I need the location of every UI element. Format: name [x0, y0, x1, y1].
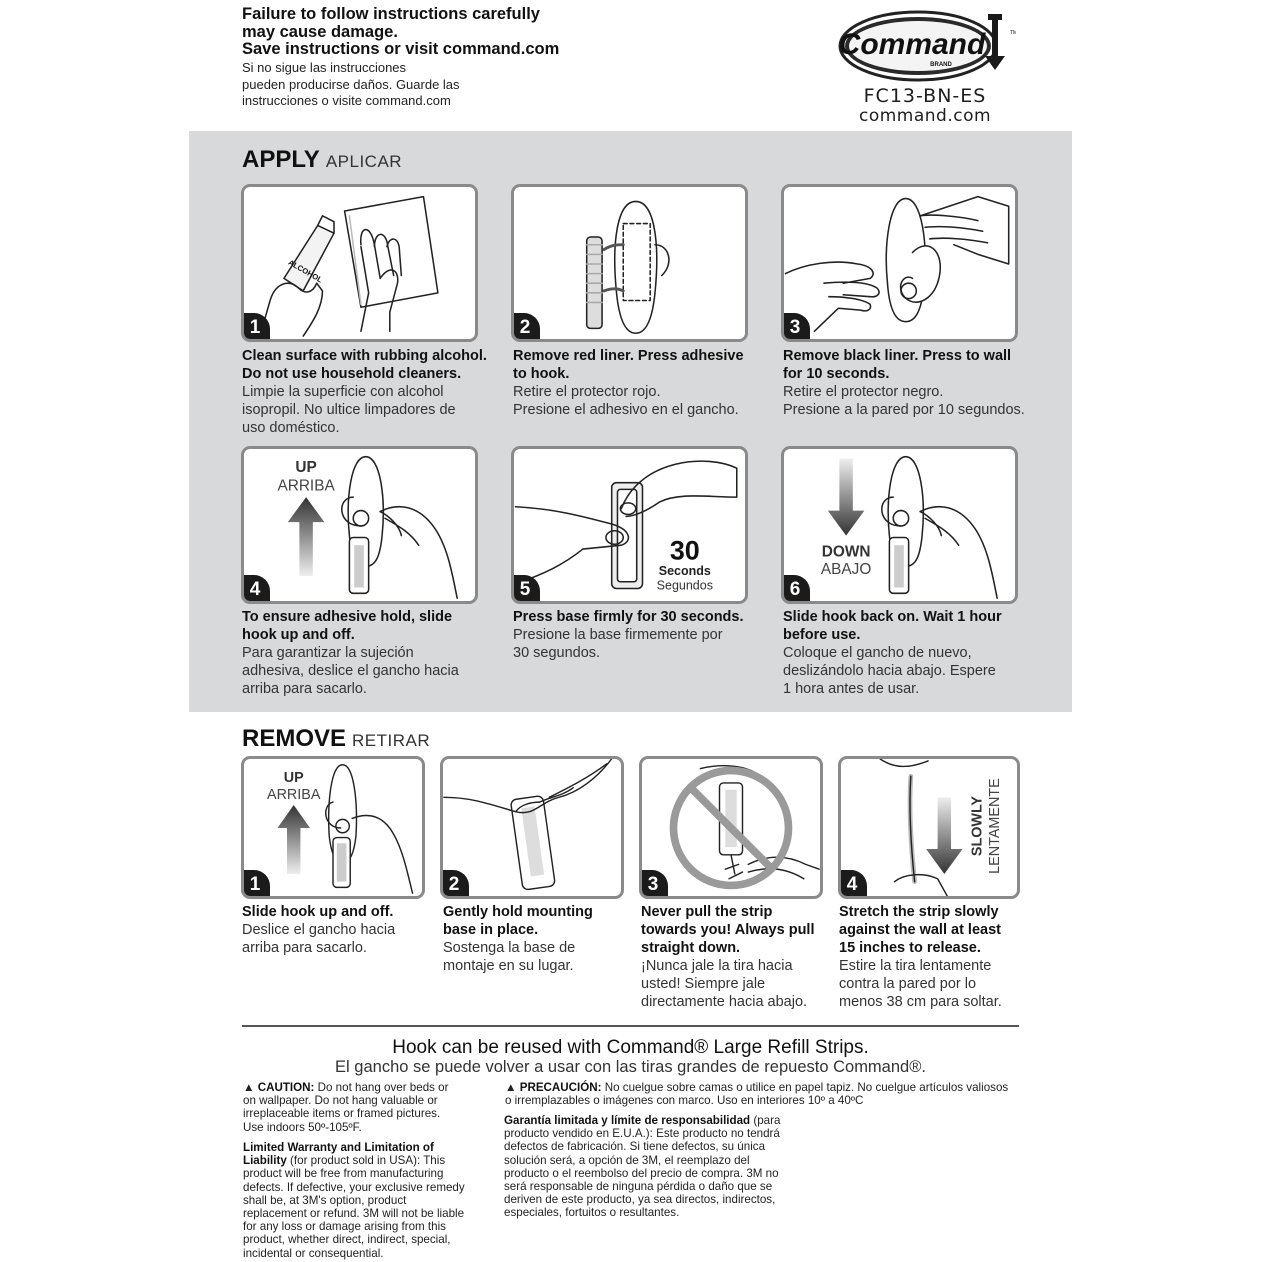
remove-step-3-caption: Never pull the strip towards you! Always…: [641, 904, 815, 1010]
svg-text:UP: UP: [295, 459, 316, 476]
divider: [242, 1025, 1019, 1027]
caution-spanish: ▲ PRECAUCIÓN: No cuelgue sobre camas o u…: [505, 1081, 1009, 1108]
remove-step-3-illustration: 3: [639, 756, 823, 899]
step-number-badge: 3: [642, 870, 668, 896]
warranty-spanish: Garantía limitada y límite de responsabi…: [504, 1114, 781, 1220]
warning-english: Failure to follow instructions carefully…: [242, 5, 560, 58]
svg-text:Command: Command: [839, 28, 986, 61]
svg-text:ARRIBA: ARRIBA: [277, 477, 335, 494]
remove-step-4-illustration: SLOWLY LENTAMENTE 4: [838, 756, 1020, 899]
remove-step-1-caption: Slide hook up and off. Deslice el gancho…: [242, 904, 396, 956]
step-number-badge: 2: [514, 313, 540, 339]
step-number-badge: 4: [841, 870, 867, 896]
step-number-badge: 3: [784, 313, 810, 339]
apply-step-6-caption: Slide hook back on. Wait 1 hour before u…: [783, 609, 1002, 697]
apply-step-2-illustration: 2: [511, 184, 748, 342]
remove-step-2-caption: Gently hold mounting base in place. Sost…: [443, 904, 593, 974]
apply-step-4-caption: To ensure adhesive hold, slide hook up a…: [242, 609, 459, 697]
step-number-badge: 1: [244, 870, 270, 896]
svg-text:ARRIBA: ARRIBA: [267, 787, 321, 803]
step-number-badge: 5: [514, 575, 540, 601]
step-number-badge: 6: [784, 575, 810, 601]
warranty-english: Limited Warranty and Limitation of Liabi…: [243, 1141, 465, 1260]
apply-step-5-caption: Press base firmly for 30 seconds. Presio…: [513, 609, 744, 661]
svg-text:30: 30: [670, 536, 700, 566]
apply-step-5-illustration: 30 Seconds Segundos 5: [511, 446, 748, 604]
step-number-badge: 4: [244, 575, 270, 601]
step-number-badge: 2: [443, 870, 469, 896]
apply-step-1-illustration: ALCOHOL 1: [241, 184, 478, 342]
step-number-badge: 1: [244, 313, 270, 339]
product-sku: FC13-BN-ES: [863, 85, 987, 107]
website-url[interactable]: command.com: [858, 106, 992, 126]
svg-text:LENTAMENTE: LENTAMENTE: [987, 778, 1003, 873]
svg-text:Seconds: Seconds: [659, 564, 711, 578]
apply-step-1-caption: Clean surface with rubbing alcohol. Do n…: [242, 348, 487, 436]
reuse-note-english: Hook can be reused with Command® Large R…: [392, 1037, 869, 1058]
apply-step-2-caption: Remove red liner. Press adhesive to hook…: [513, 348, 744, 418]
reuse-note-spanish: El gancho se puede volver a usar con las…: [335, 1058, 926, 1076]
warning-triangle-icon: ▲: [243, 1081, 255, 1094]
apply-step-3-illustration: 3: [781, 184, 1018, 342]
remove-step-4-caption: Stretch the strip slowly against the wal…: [839, 904, 1002, 1010]
warning-spanish: Si no sigue las instrucciones pueden pro…: [242, 60, 460, 108]
remove-step-2-illustration: 2: [440, 756, 624, 899]
warning-triangle-icon: ▲: [505, 1081, 517, 1094]
svg-text:DOWN: DOWN: [822, 544, 871, 561]
svg-text:SLOWLY: SLOWLY: [970, 796, 986, 857]
svg-text:Segundos: Segundos: [657, 578, 713, 592]
remove-step-1-illustration: UP ARRIBA 1: [241, 756, 425, 899]
svg-text:BRAND: BRAND: [930, 62, 952, 68]
apply-step-3-caption: Remove black liner. Press to wall for 10…: [783, 348, 1025, 418]
svg-text:UP: UP: [284, 770, 304, 786]
apply-step-4-illustration: UP ARRIBA 4: [241, 446, 478, 604]
command-logo: Command BRAND TM: [838, 6, 1017, 82]
apply-step-6-illustration: DOWN ABAJO 6: [781, 446, 1018, 604]
svg-text:TM: TM: [1010, 30, 1016, 36]
svg-text:ABAJO: ABAJO: [821, 561, 871, 578]
caution-english: ▲ CAUTION: Do not hang over beds or on w…: [243, 1081, 449, 1134]
